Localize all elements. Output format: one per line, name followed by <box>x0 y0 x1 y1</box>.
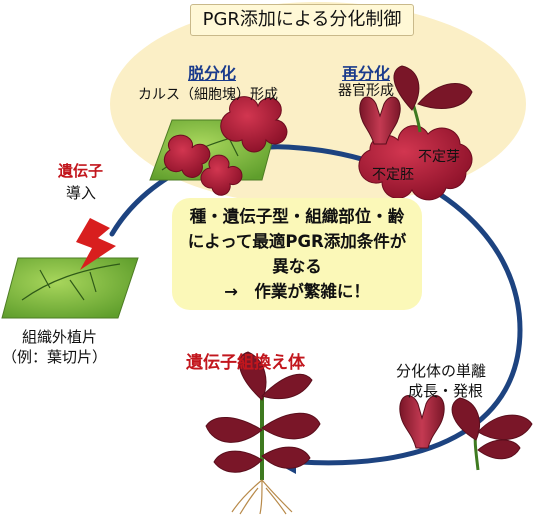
gene-intro-heading: 遺伝子 <box>58 162 104 180</box>
note-box: 種・遺伝子型・組織部位・齢 によって最適PGR添加条件が 異なる → 作業が繁雑… <box>172 198 422 310</box>
adventitious-shoot <box>393 65 473 133</box>
redifferentiation-heading: 再分化 <box>342 64 391 83</box>
note-line-3: 異なる <box>272 257 322 276</box>
explant-example: （例：葉切片） <box>2 348 108 366</box>
transgenic-label: 遺伝子組換え体 <box>186 353 305 373</box>
note-line-2: によって最適PGR添加条件が <box>187 232 407 251</box>
somatic-embryo-label: 不定胚 <box>372 167 414 183</box>
title: PGR添加による分化制御 <box>202 9 402 30</box>
gene-injection-bolt-icon <box>76 218 116 270</box>
gene-intro-caption: 導入 <box>66 184 97 202</box>
somatic-embryo <box>359 96 401 145</box>
transgenic-plant <box>205 351 321 515</box>
growth-rooting-label: 成長・発根 <box>408 382 484 400</box>
isolation-label: 分化体の単離 <box>396 362 487 380</box>
title-box: PGR添加による分化制御 <box>190 4 414 36</box>
note-line-4: → 作業が繁雑に！ <box>224 282 370 301</box>
isolated-embryo <box>399 395 445 449</box>
explant-label: 組織外植片 <box>22 328 98 346</box>
adventitious-bud-label: 不定芽 <box>418 149 460 165</box>
callus-clumps <box>163 96 288 196</box>
note-line-1: 種・遺伝子型・組織部位・齢 <box>189 207 405 226</box>
redifferentiation-caption: 器官形成 <box>338 83 394 99</box>
dedifferentiation-heading: 脱分化 <box>188 64 237 83</box>
isolated-shoot <box>451 397 533 471</box>
redifferentiation-callus <box>358 125 473 201</box>
explant-leaf-piece <box>1 257 139 319</box>
dedifferentiation-caption: カルス（細胞塊）形成 <box>138 87 278 103</box>
